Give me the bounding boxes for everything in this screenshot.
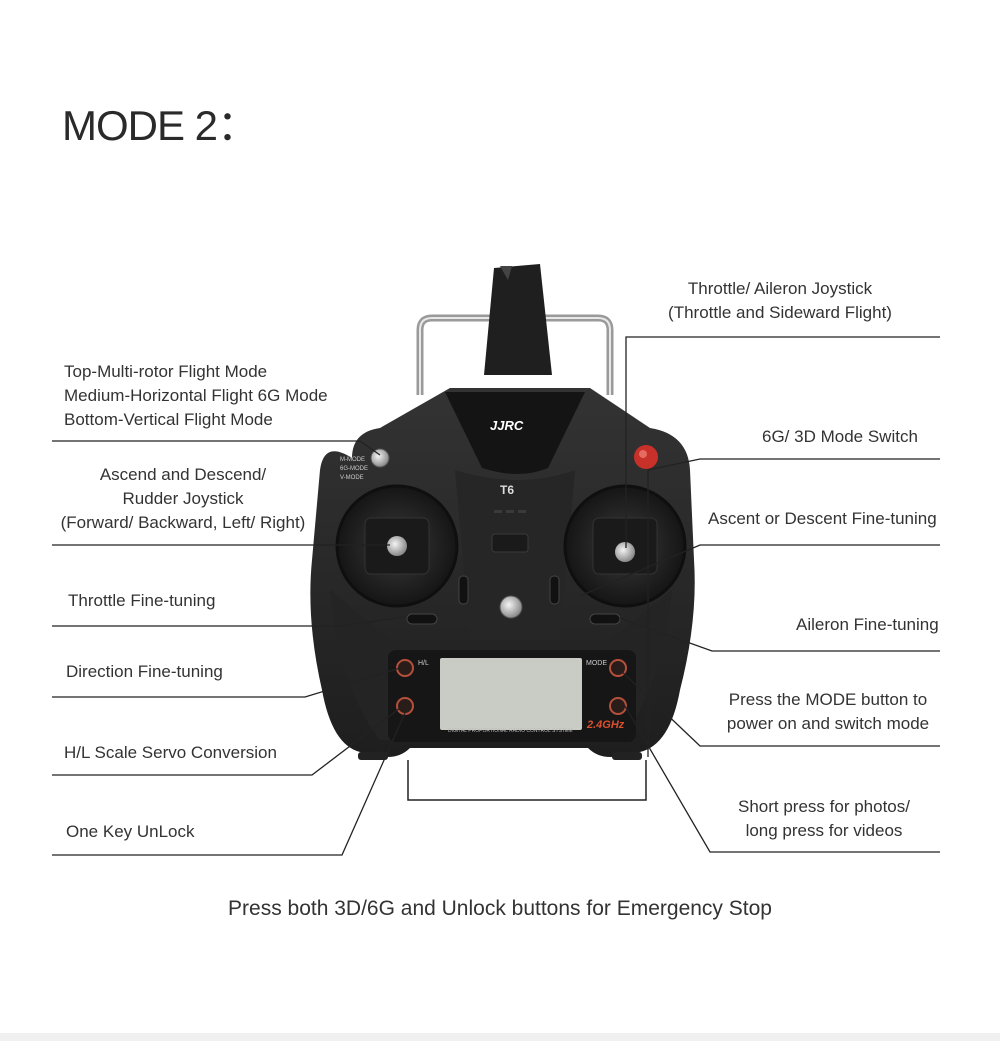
switch-position-labels: M-MODE 6G-MODE V-MODE <box>340 457 369 481</box>
lcd-caption: DIGITAL PROPORTIONAL RADIO CONTROL SYSTE… <box>448 728 573 734</box>
label-aileron-fine-tuning: Aileron Fine-tuning <box>796 615 939 634</box>
lcd-screen <box>440 658 582 730</box>
antenna <box>484 264 552 375</box>
label-hl-scale: H/L Scale Servo Conversion <box>64 743 277 762</box>
band-label: 2.4GHz <box>587 719 625 731</box>
emergency-stop-note: Press both 3D/6G and Unlock buttons for … <box>228 897 772 920</box>
label-mode-button: Press the MODE button to power on and sw… <box>726 690 930 733</box>
callout-lines-right <box>579 336 940 853</box>
hl-button-label: H/L <box>418 660 429 667</box>
model-label: T6 <box>500 483 515 497</box>
power-button <box>499 595 523 619</box>
label-ascent-fine-tuning: Ascent or Descent Fine-tuning <box>708 509 937 528</box>
bottom-strip <box>0 1033 1000 1041</box>
label-rudder-joystick: Ascend and Descend/ Rudder Joystick (For… <box>60 465 306 532</box>
label-throttle-fine-tuning: Throttle Fine-tuning <box>68 591 216 610</box>
emergency-stop-bracket <box>407 760 647 801</box>
label-mode-switch: 6G/ 3D Mode Switch <box>762 427 918 446</box>
label-photo-video: Short press for photos/ long press for v… <box>738 797 910 840</box>
brand-logo-text: JJRC <box>490 418 524 433</box>
label-flight-mode: Top-Multi-rotor Flight Mode Medium-Horiz… <box>64 362 328 429</box>
label-throttle-joystick: Throttle/ Aileron Joystick (Throttle and… <box>668 279 892 322</box>
callout-lines-left <box>52 440 409 856</box>
mode-switch-button <box>634 445 658 469</box>
flight-mode-switch <box>370 448 390 468</box>
mode-button-label: MODE <box>586 660 607 667</box>
label-one-key-unlock: One Key UnLock <box>66 822 195 841</box>
label-direction-fine-tuning: Direction Fine-tuning <box>66 662 223 681</box>
page-title: MODE 2： <box>62 102 259 149</box>
